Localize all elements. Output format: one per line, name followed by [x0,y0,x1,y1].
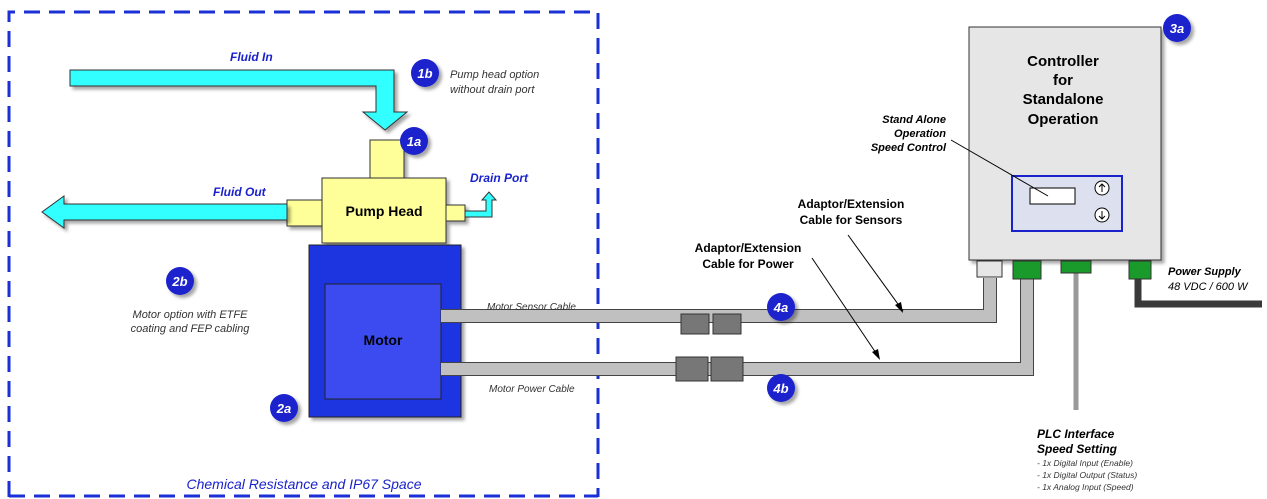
motor-option-line-1: Motor option with ETFE [133,309,249,321]
pump-head [286,139,466,244]
marker-2b [166,267,194,295]
connector-power-supply [1128,260,1152,280]
marker-3a-label: 3a [1170,21,1184,36]
motor-power-cable [441,278,1034,376]
drain-port-label: Drain Port [470,171,529,185]
plc-item: - 1x Digital Output (Status) [1037,470,1137,480]
zone-label: Chemical Resistance and IP67 Space [186,476,421,492]
ext-power-line-2: Cable for Power [702,257,794,271]
marker-2a [270,394,298,422]
marker-1a [400,127,428,155]
controller-title-line-4: Operation [1028,111,1099,128]
ext-power-note: Adaptor/Extension Cable for Power [695,241,802,271]
plc-title-line-1: PLC Interface [1037,427,1115,441]
fluid-out-label: Fluid Out [213,185,267,199]
marker-4b [767,374,795,402]
power-supply-title: Power Supply [1168,266,1242,278]
pump-option-note: Pump head option without drain port [450,69,539,96]
speed-control-note: Stand Alone Operation Speed Control [871,114,947,154]
plc-interface-note: PLC Interface Speed Setting - 1x Digital… [1037,427,1137,492]
power-cable-label: Motor Power Cable [489,384,575,395]
marker-1b-label: 1b [417,66,432,81]
pump-option-line-2: without drain port [450,84,535,96]
connector-power [1012,260,1042,280]
drain-port-arrow [464,191,498,218]
power-cable-coupler [675,356,744,382]
marker-4a [767,293,795,321]
motor-option-note: Motor option with ETFE coating and FEP c… [131,309,251,335]
controller-title-line-3: Standalone [1023,91,1104,108]
ext-sensors-line-1: Adaptor/Extension [798,197,905,211]
marker-1b [411,59,439,87]
motor-option-line-2: coating and FEP cabling [131,323,251,335]
sensor-cable-coupler [680,313,742,335]
marker-1a-label: 1a [407,134,421,149]
plc-item: - 1x Digital Input (Enable) [1037,458,1133,468]
pump-option-line-1: Pump head option [450,69,539,81]
plc-item: - 1x Analog Input (Speed) [1037,482,1134,492]
connector-sensor [976,260,1003,278]
marker-4b-label: 4b [772,381,788,396]
controller-title: Controller for Standalone Operation [1023,53,1104,128]
speed-control-line-3: Speed Control [871,142,947,154]
ext-sensors-callout [847,234,904,313]
marker-2b-label: 2b [171,274,187,289]
marker-3a [1163,14,1191,42]
fluid-in-label: Fluid In [230,50,273,64]
controller-title-line-2: for [1053,72,1073,89]
motor-label: Motor [364,332,403,348]
connector-plc [1060,260,1092,274]
ext-power-line-1: Adaptor/Extension [695,241,802,255]
controller-title-line-1: Controller [1027,53,1099,70]
speed-control-line-1: Stand Alone [882,114,946,126]
sensor-cable-label: Motor Sensor Cable [487,302,576,313]
marker-2a-label: 2a [276,401,291,416]
ext-sensors-note: Adaptor/Extension Cable for Sensors [798,197,905,227]
fluid-in-arrow [69,69,409,131]
fluid-out-arrow [41,195,288,229]
power-supply-spec: 48 VDC / 600 W [1168,281,1249,293]
ext-sensors-line-2: Cable for Sensors [800,213,903,227]
power-supply-cable [1134,278,1262,308]
ip67-zone: Chemical Resistance and IP67 Space [7,10,600,498]
plc-title-line-2: Speed Setting [1037,442,1118,456]
pump-head-label: Pump Head [345,203,422,219]
marker-4a-label: 4a [773,300,788,315]
speed-display [1029,187,1076,205]
speed-control-callout [950,139,1049,197]
ext-power-callout [811,257,880,360]
speed-control-line-2: Operation [894,128,946,140]
motor-sensor-cable [441,278,997,323]
motor [308,244,462,418]
